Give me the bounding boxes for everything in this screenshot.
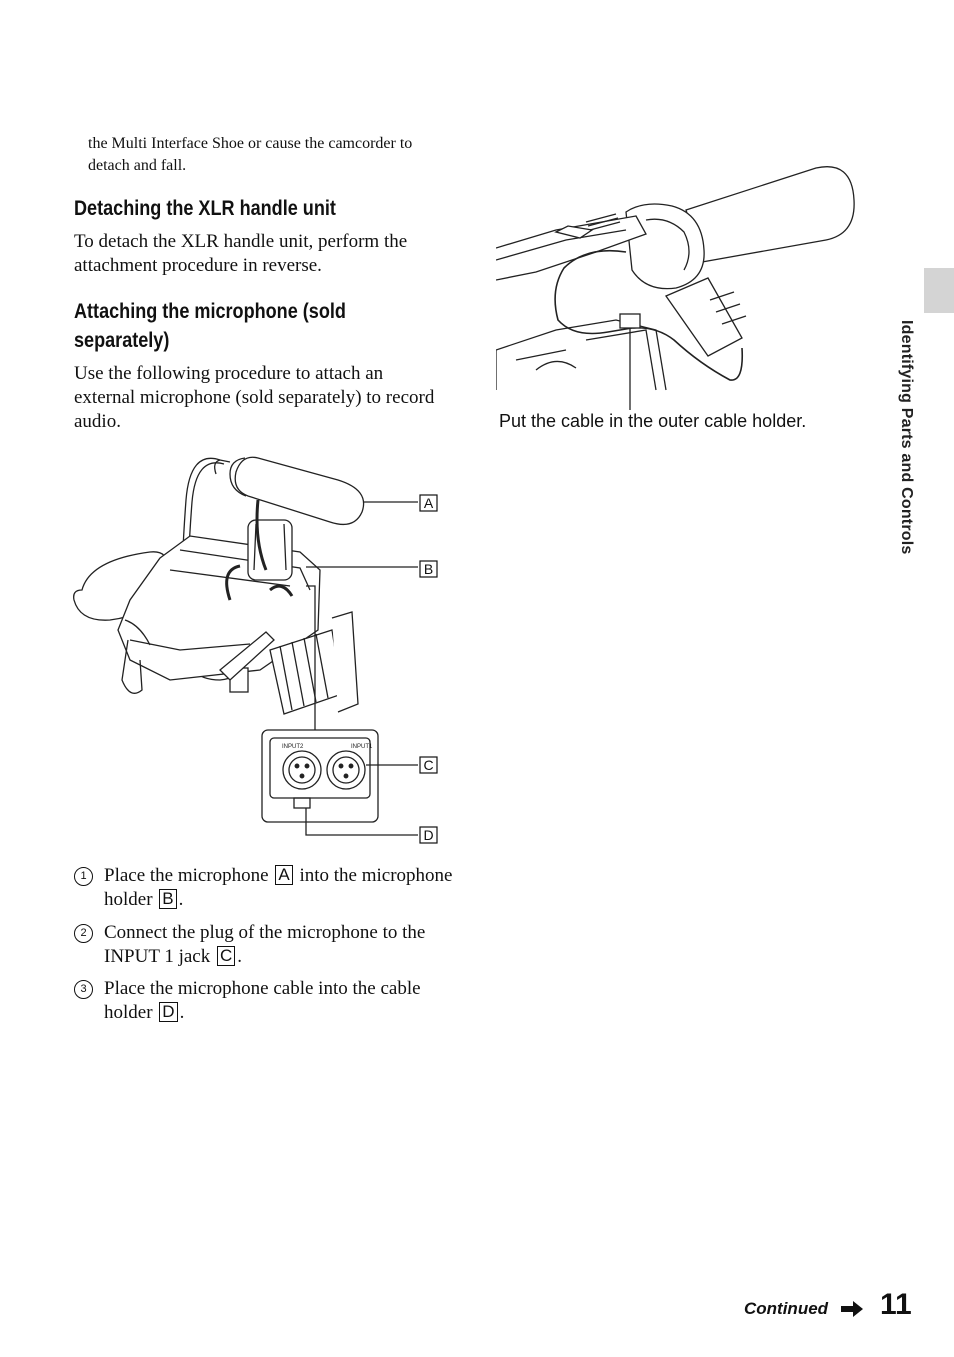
callout-c: C <box>423 757 433 773</box>
continued-label: Continued <box>744 1299 829 1318</box>
paragraph-attaching: Use the following procedure to attach an… <box>74 363 435 432</box>
ref-box-c: C <box>217 946 236 966</box>
side-section-label-text: Identifying Parts and Controls <box>898 320 915 555</box>
step-text: . <box>178 889 184 910</box>
intro-note: the Multi Interface Shoe or cause the ca… <box>88 135 413 174</box>
ref-box-b: B <box>159 889 177 909</box>
page-number: 11 <box>880 1288 912 1321</box>
callout-b: B <box>424 561 433 577</box>
continued-arrow-icon <box>841 1301 863 1317</box>
callout-d: D <box>423 827 433 843</box>
step-text: Connect the plug of the microphone to th… <box>104 922 426 967</box>
step-text: Place the microphone <box>104 865 269 886</box>
jack-label-input2: INPUT2 <box>282 744 304 750</box>
step-1: 1 Place the microphone A into the microp… <box>74 864 454 912</box>
step-text: into the microphone holder <box>104 865 453 910</box>
section-tab-marker <box>924 268 954 313</box>
step-text: Place the microphone cable into the cabl… <box>104 978 421 1023</box>
step-number: 2 <box>74 924 93 943</box>
step-2: 2 Connect the plug of the microphone to … <box>74 921 454 969</box>
heading-attaching: Attaching the microphone (sold separatel… <box>74 300 346 352</box>
heading-detaching: Detaching the XLR handle unit <box>74 197 336 220</box>
cable-holder-closeup-illustration <box>496 166 855 410</box>
figure-caption: Put the cable in the outer cable holder. <box>499 411 807 431</box>
paragraph-detaching: To detach the XLR handle unit, perform t… <box>74 231 408 276</box>
step-text: . <box>179 1002 185 1023</box>
jack-label-input1: INPUT1 <box>351 744 373 750</box>
step-number: 3 <box>74 980 93 999</box>
step-number: 1 <box>74 867 93 886</box>
step-3: 3 Place the microphone cable into the ca… <box>74 977 454 1025</box>
callout-a: A <box>424 495 434 511</box>
camcorder-microphone-illustration: INPUT2 INPUT1 A B C D <box>73 456 438 844</box>
side-section-label: Identifying Parts and Controls <box>897 320 933 580</box>
ref-box-d: D <box>159 1002 178 1022</box>
step-text: . <box>237 946 243 967</box>
ref-box-a: A <box>275 865 293 885</box>
